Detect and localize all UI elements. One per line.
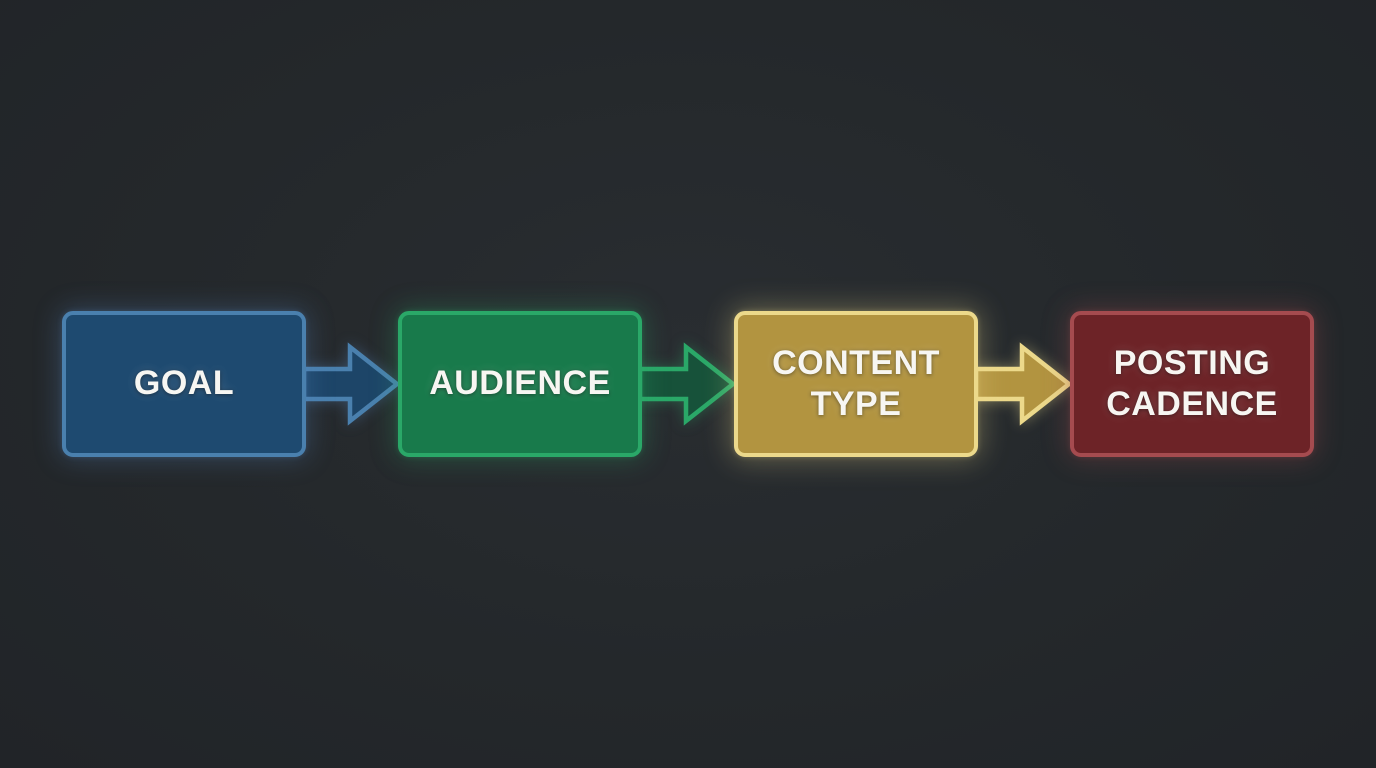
step-label-goal: GOAL — [133, 364, 235, 403]
arrow-right-icon — [637, 338, 738, 430]
step-label-posting-cadence: POSTING CADENCE — [1106, 344, 1278, 423]
flow-row: GOAL AUDIENCE CONTENT TYPE POSTING CADEN… — [62, 310, 1314, 457]
step-label-content-type: CONTENT TYPE — [772, 344, 940, 423]
step-box-audience: AUDIENCE — [398, 310, 642, 457]
step-box-posting-cadence: POSTING CADENCE — [1070, 310, 1314, 457]
arrow-right-icon — [301, 338, 402, 430]
arrow-right-icon — [973, 338, 1074, 430]
step-box-content-type: CONTENT TYPE — [734, 310, 978, 457]
step-box-goal: GOAL — [62, 310, 306, 457]
step-label-audience: AUDIENCE — [429, 364, 611, 403]
